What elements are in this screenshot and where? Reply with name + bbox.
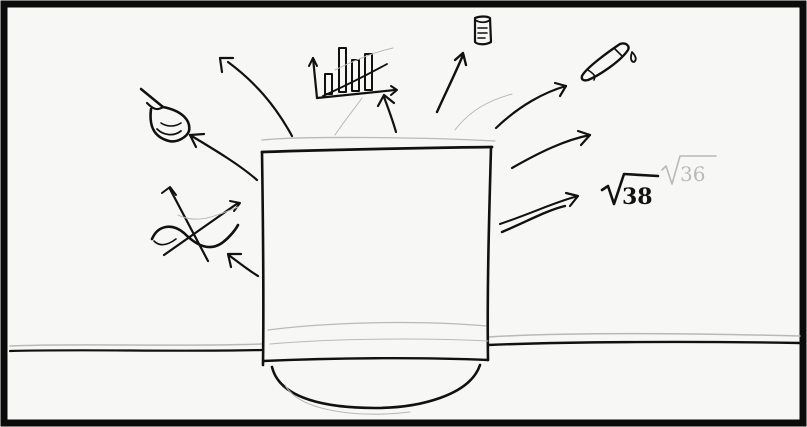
arrow-to-document [435,51,468,114]
pen-icon [580,42,637,82]
pencil-radicand: 36 [680,162,705,186]
document-icon [473,15,493,46]
arrow-up-left [218,56,294,138]
arrow-to-flask [188,132,259,182]
arrow-right-mid [510,129,592,170]
flask-icon [139,87,191,143]
arrow-to-sine-curve [226,252,260,278]
ink-radicand: 38 [622,184,653,210]
sine-curve-icon [150,186,241,263]
arrows [188,51,592,278]
square-root-icon: 38 [600,172,660,210]
central-box [260,136,496,415]
horizon-line [8,332,802,353]
bar-chart-icon [308,47,398,100]
arrow-to-chart [376,93,398,134]
arrow-to-pen [494,81,568,130]
pencil-square-root: 36 [661,155,717,186]
arrow-to-square-root [499,191,580,234]
